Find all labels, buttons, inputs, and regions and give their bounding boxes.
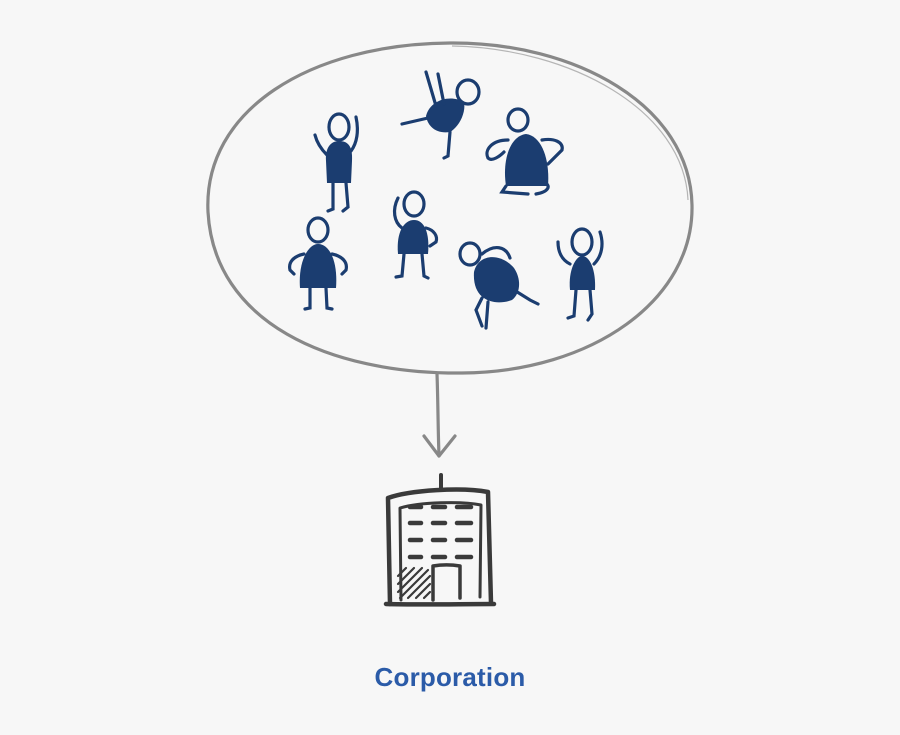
corporation-label: Corporation	[374, 662, 526, 692]
stick-figure-icon	[288, 216, 348, 311]
stick-figure-icon	[458, 241, 540, 330]
stick-figure-icon	[392, 190, 439, 280]
stick-figure-icon	[485, 107, 564, 196]
stick-figure-icon	[556, 227, 604, 322]
people-group-ellipse	[206, 41, 694, 375]
arrow-down-icon	[422, 372, 457, 458]
stick-figure-icon	[400, 70, 481, 160]
office-building-icon	[383, 473, 497, 607]
stick-figure-icon	[313, 112, 359, 213]
